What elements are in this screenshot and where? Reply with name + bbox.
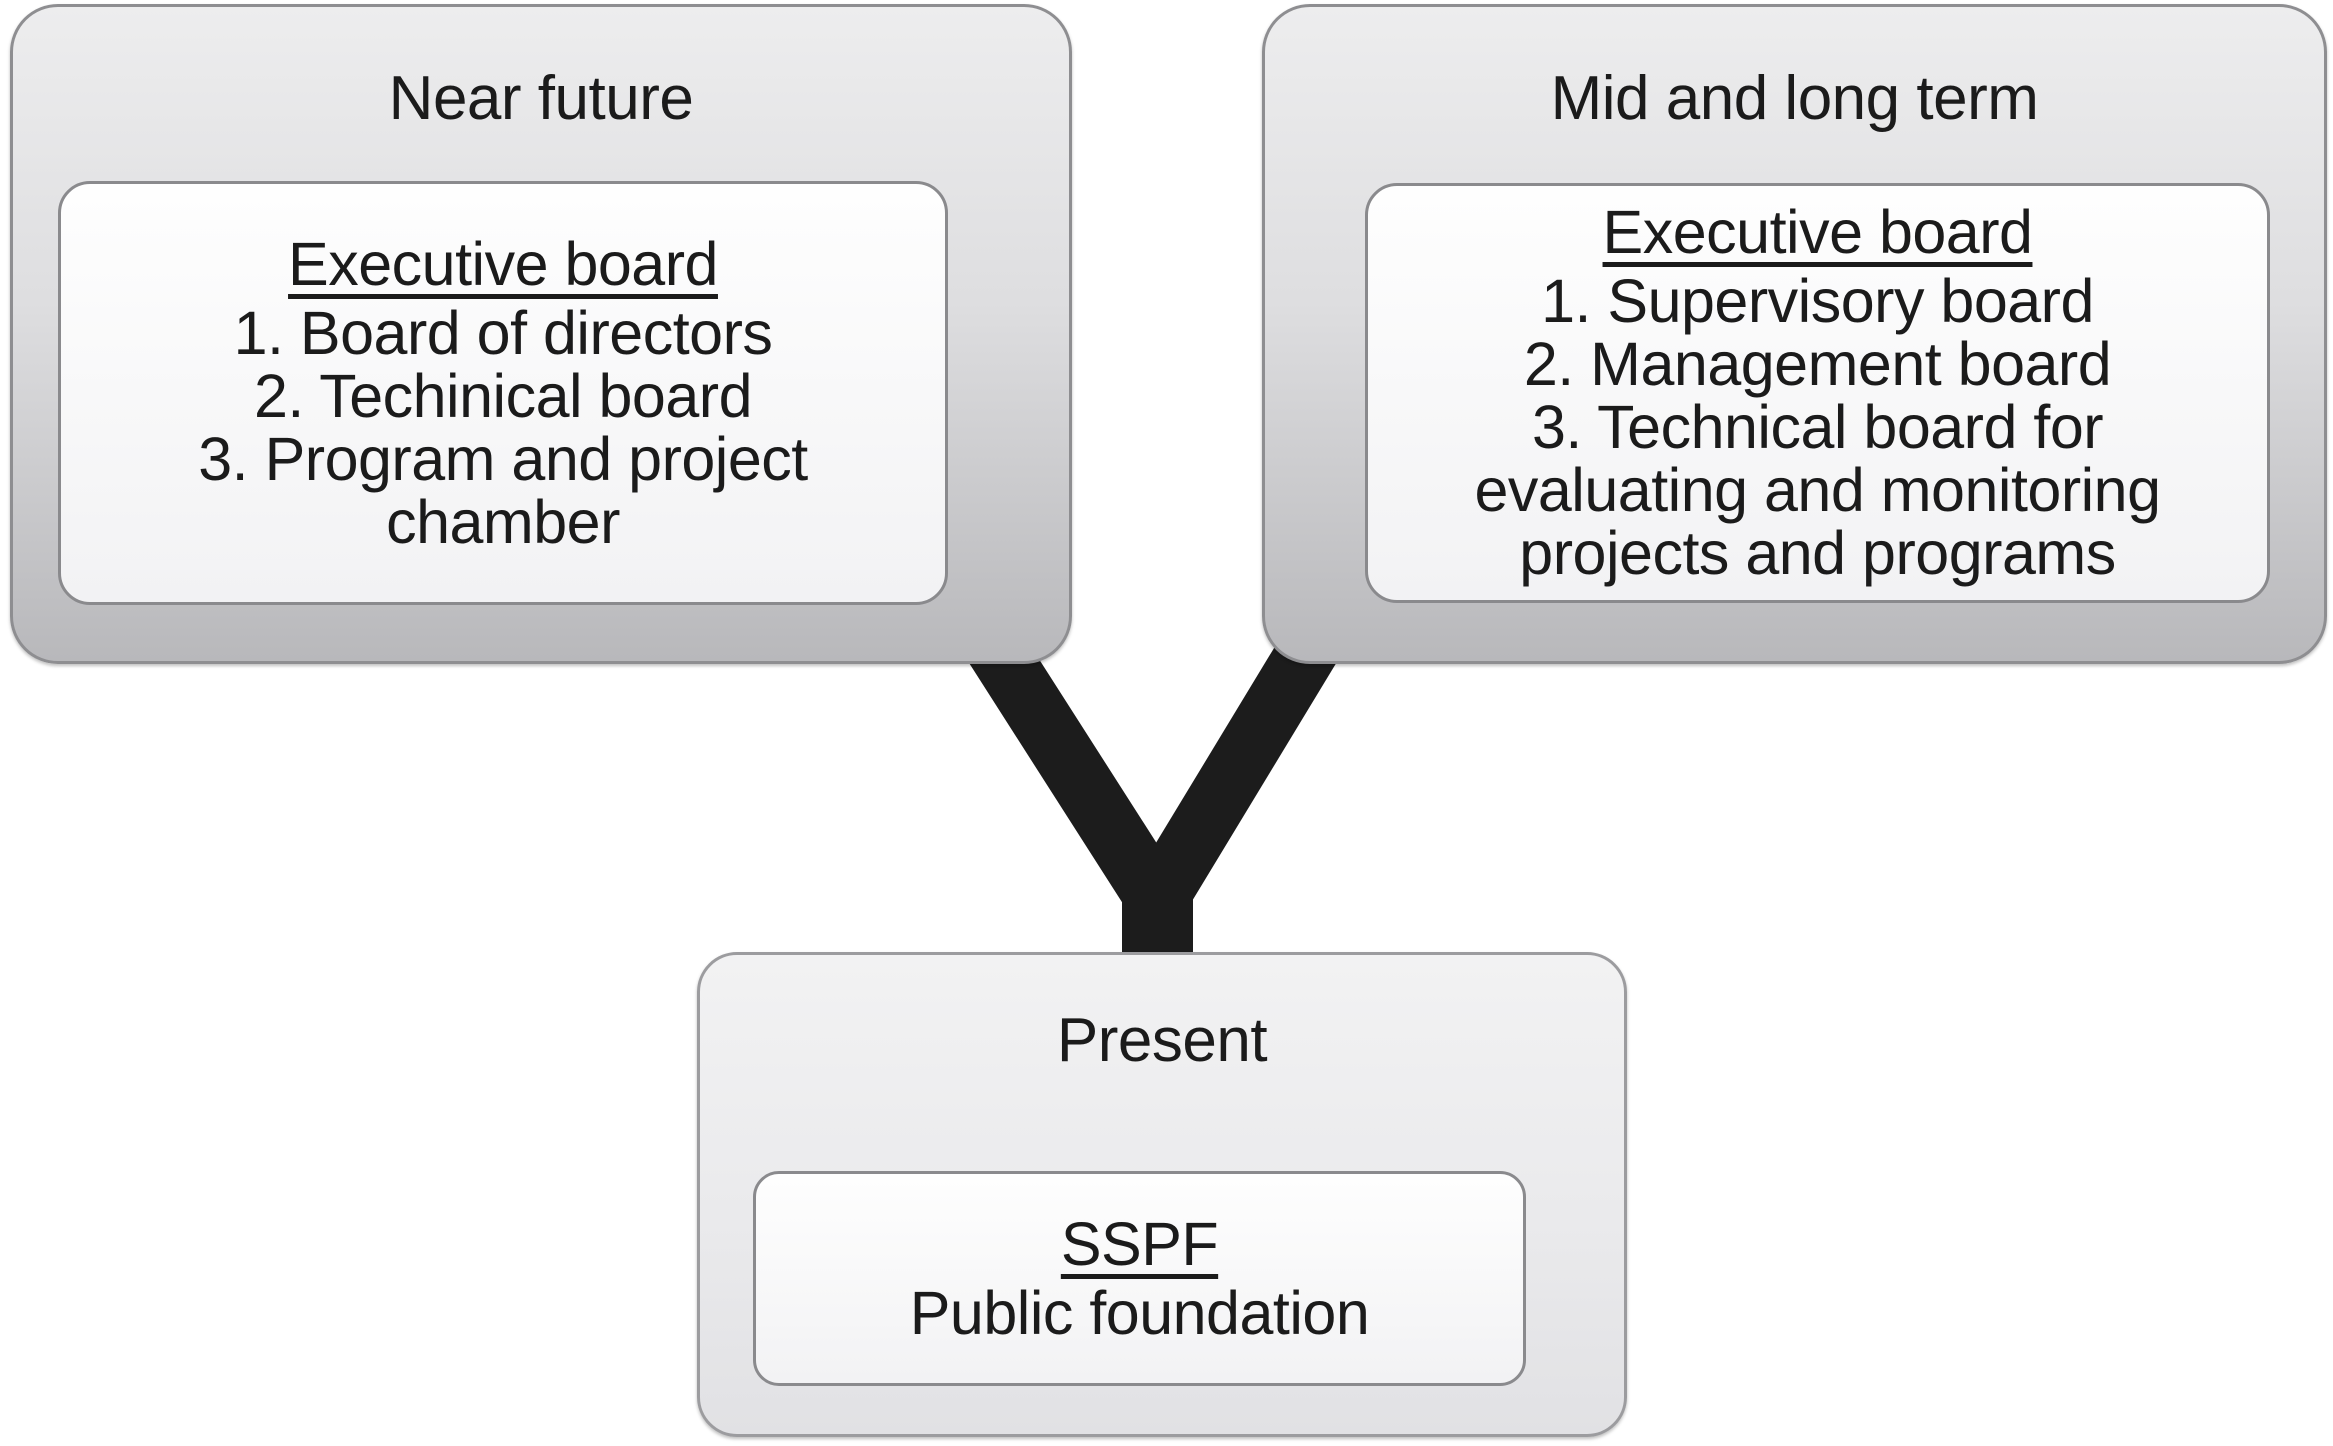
mid-long-term-box: Mid and long term Executive board 1. Sup… bbox=[1262, 4, 2327, 664]
list-item: 2. Techinical board bbox=[253, 361, 753, 430]
stem-line bbox=[1122, 845, 1193, 955]
list-item: 3. Technical board for evaluating and mo… bbox=[1474, 393, 2161, 587]
list-item: 1. Supervisory board bbox=[1541, 267, 2094, 335]
list-item: 1. Board of directors bbox=[233, 298, 773, 367]
mid-long-term-panel: Executive board 1. Supervisory board 2. … bbox=[1365, 183, 2270, 603]
present-panel: SSPF Public foundation bbox=[753, 1171, 1526, 1386]
present-title: Present bbox=[1056, 1006, 1268, 1075]
panel-heading: Executive board bbox=[288, 229, 718, 298]
list-item: 3. Program and project chamber bbox=[198, 424, 808, 556]
panel-heading: SSPF bbox=[1060, 1209, 1219, 1278]
near-future-title: Near future bbox=[388, 64, 694, 133]
panel-subtitle: Public foundation bbox=[909, 1278, 1370, 1347]
near-future-panel: Executive board 1. Board of directors 2.… bbox=[58, 181, 948, 605]
present-box: Present SSPF Public foundation bbox=[697, 952, 1627, 1437]
mid-long-term-title: Mid and long term bbox=[1550, 64, 2039, 133]
panel-heading: Executive board bbox=[1602, 198, 2033, 266]
list-item: 2. Management board bbox=[1523, 330, 2112, 398]
near-future-box: Near future Executive board 1. Board of … bbox=[10, 4, 1072, 664]
